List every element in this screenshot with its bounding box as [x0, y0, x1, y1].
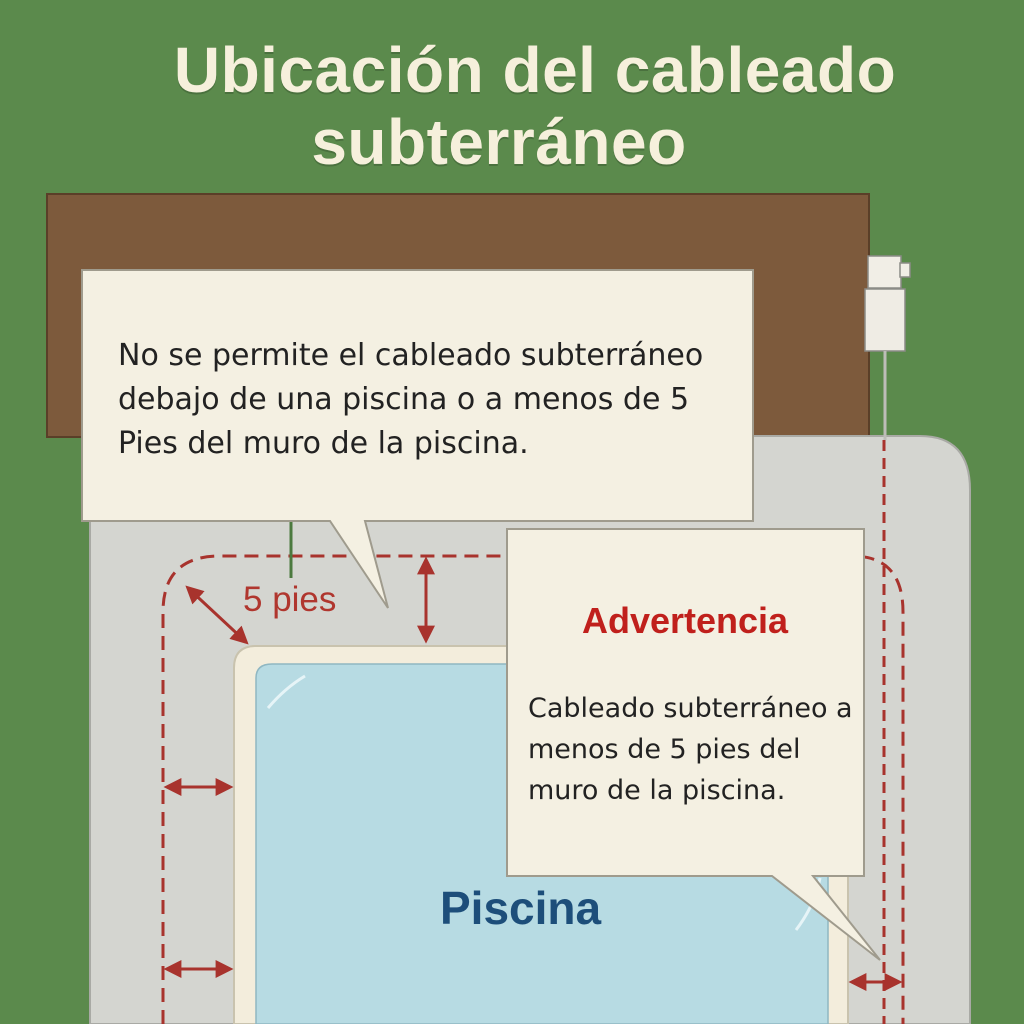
water-reflection	[266, 674, 306, 709]
rule-callout-text: No se permite el cableado subterráneo de…	[118, 338, 704, 461]
warning-callout-box	[506, 528, 881, 961]
pool-label: Piscina	[440, 882, 602, 934]
five-foot-boundary-line	[161, 554, 905, 1024]
electric-meter-icon	[864, 255, 911, 352]
distance-label: 5 pies	[243, 580, 337, 619]
warning-heading: Advertencia	[581, 600, 789, 641]
title-line-1: Ubicación del cableado	[173, 34, 897, 106]
rule-callout-box	[81, 269, 754, 609]
warning-text: Cableado subterráneo a menos de 5 pies d…	[528, 693, 853, 806]
title-line-2: subterráneo	[311, 106, 687, 178]
diagonal-distance-arrow	[185, 585, 249, 645]
page-title: Ubicación del cableado subterráneo	[0, 34, 1024, 178]
